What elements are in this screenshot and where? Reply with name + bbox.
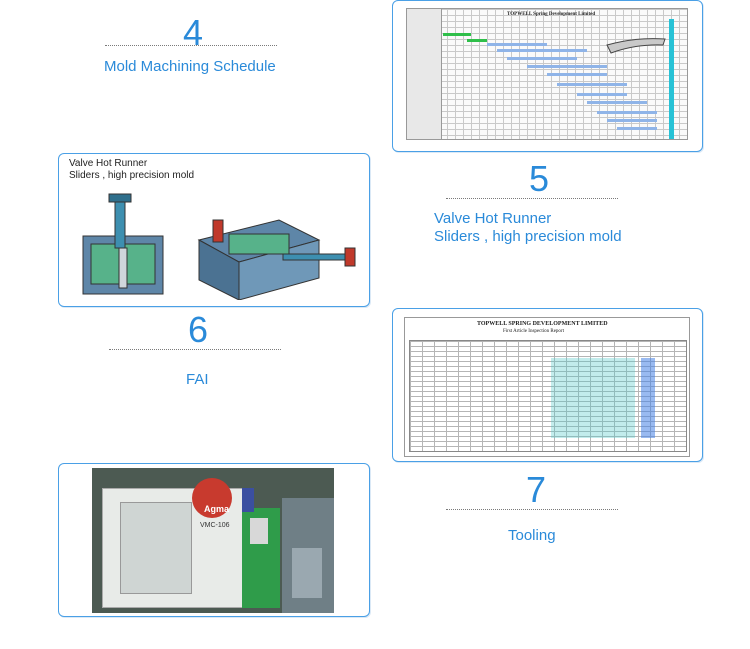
mold-drawing — [82, 193, 356, 300]
cnc-machine-image: Agma VMC-106 — [58, 463, 370, 617]
hot-runner-image: Valve Hot Runner Sliders , high precisio… — [58, 153, 370, 307]
fai-sheet: TOPWELL SPRING DEVELOPMENT LIMITED First… — [404, 317, 690, 457]
section-5-divider — [446, 198, 618, 199]
fai-subtitle: First Article Inspection Report — [503, 329, 564, 334]
section-6-divider — [109, 349, 281, 350]
section-7-caption: Tooling — [508, 527, 556, 544]
fai-title: TOPWELL SPRING DEVELOPMENT LIMITED — [477, 321, 608, 327]
section-4-number: 4 — [182, 12, 204, 53]
machine-brand: Agma — [204, 504, 230, 514]
machine-model: VMC-106 — [200, 522, 230, 529]
section-6-number: 6 — [187, 309, 209, 350]
section-5-caption-line-1: Valve Hot Runner — [434, 210, 552, 227]
section-4-caption: Mold Machining Schedule — [104, 58, 276, 75]
fai-report-image: TOPWELL SPRING DEVELOPMENT LIMITED First… — [392, 308, 703, 462]
schedule-sheet: TOPWELL Spring Development Limited — [406, 8, 688, 140]
part-sketch-icon — [606, 38, 666, 54]
section-4-divider — [105, 45, 277, 46]
schedule-title: TOPWELL Spring Development Limited — [507, 12, 596, 17]
hot-runner-label-1: Valve Hot Runner — [69, 158, 148, 169]
section-6-caption: FAI — [186, 371, 209, 388]
section-7-divider — [446, 509, 618, 510]
section-5-number: 5 — [528, 158, 550, 199]
mold-schedule-image: TOPWELL Spring Development Limited — [392, 0, 703, 152]
section-5-caption-line-2: Sliders , high precision mold — [434, 228, 622, 245]
hot-runner-label-2: Sliders , high precision mold — [69, 170, 195, 181]
section-7-number: 7 — [525, 469, 547, 510]
